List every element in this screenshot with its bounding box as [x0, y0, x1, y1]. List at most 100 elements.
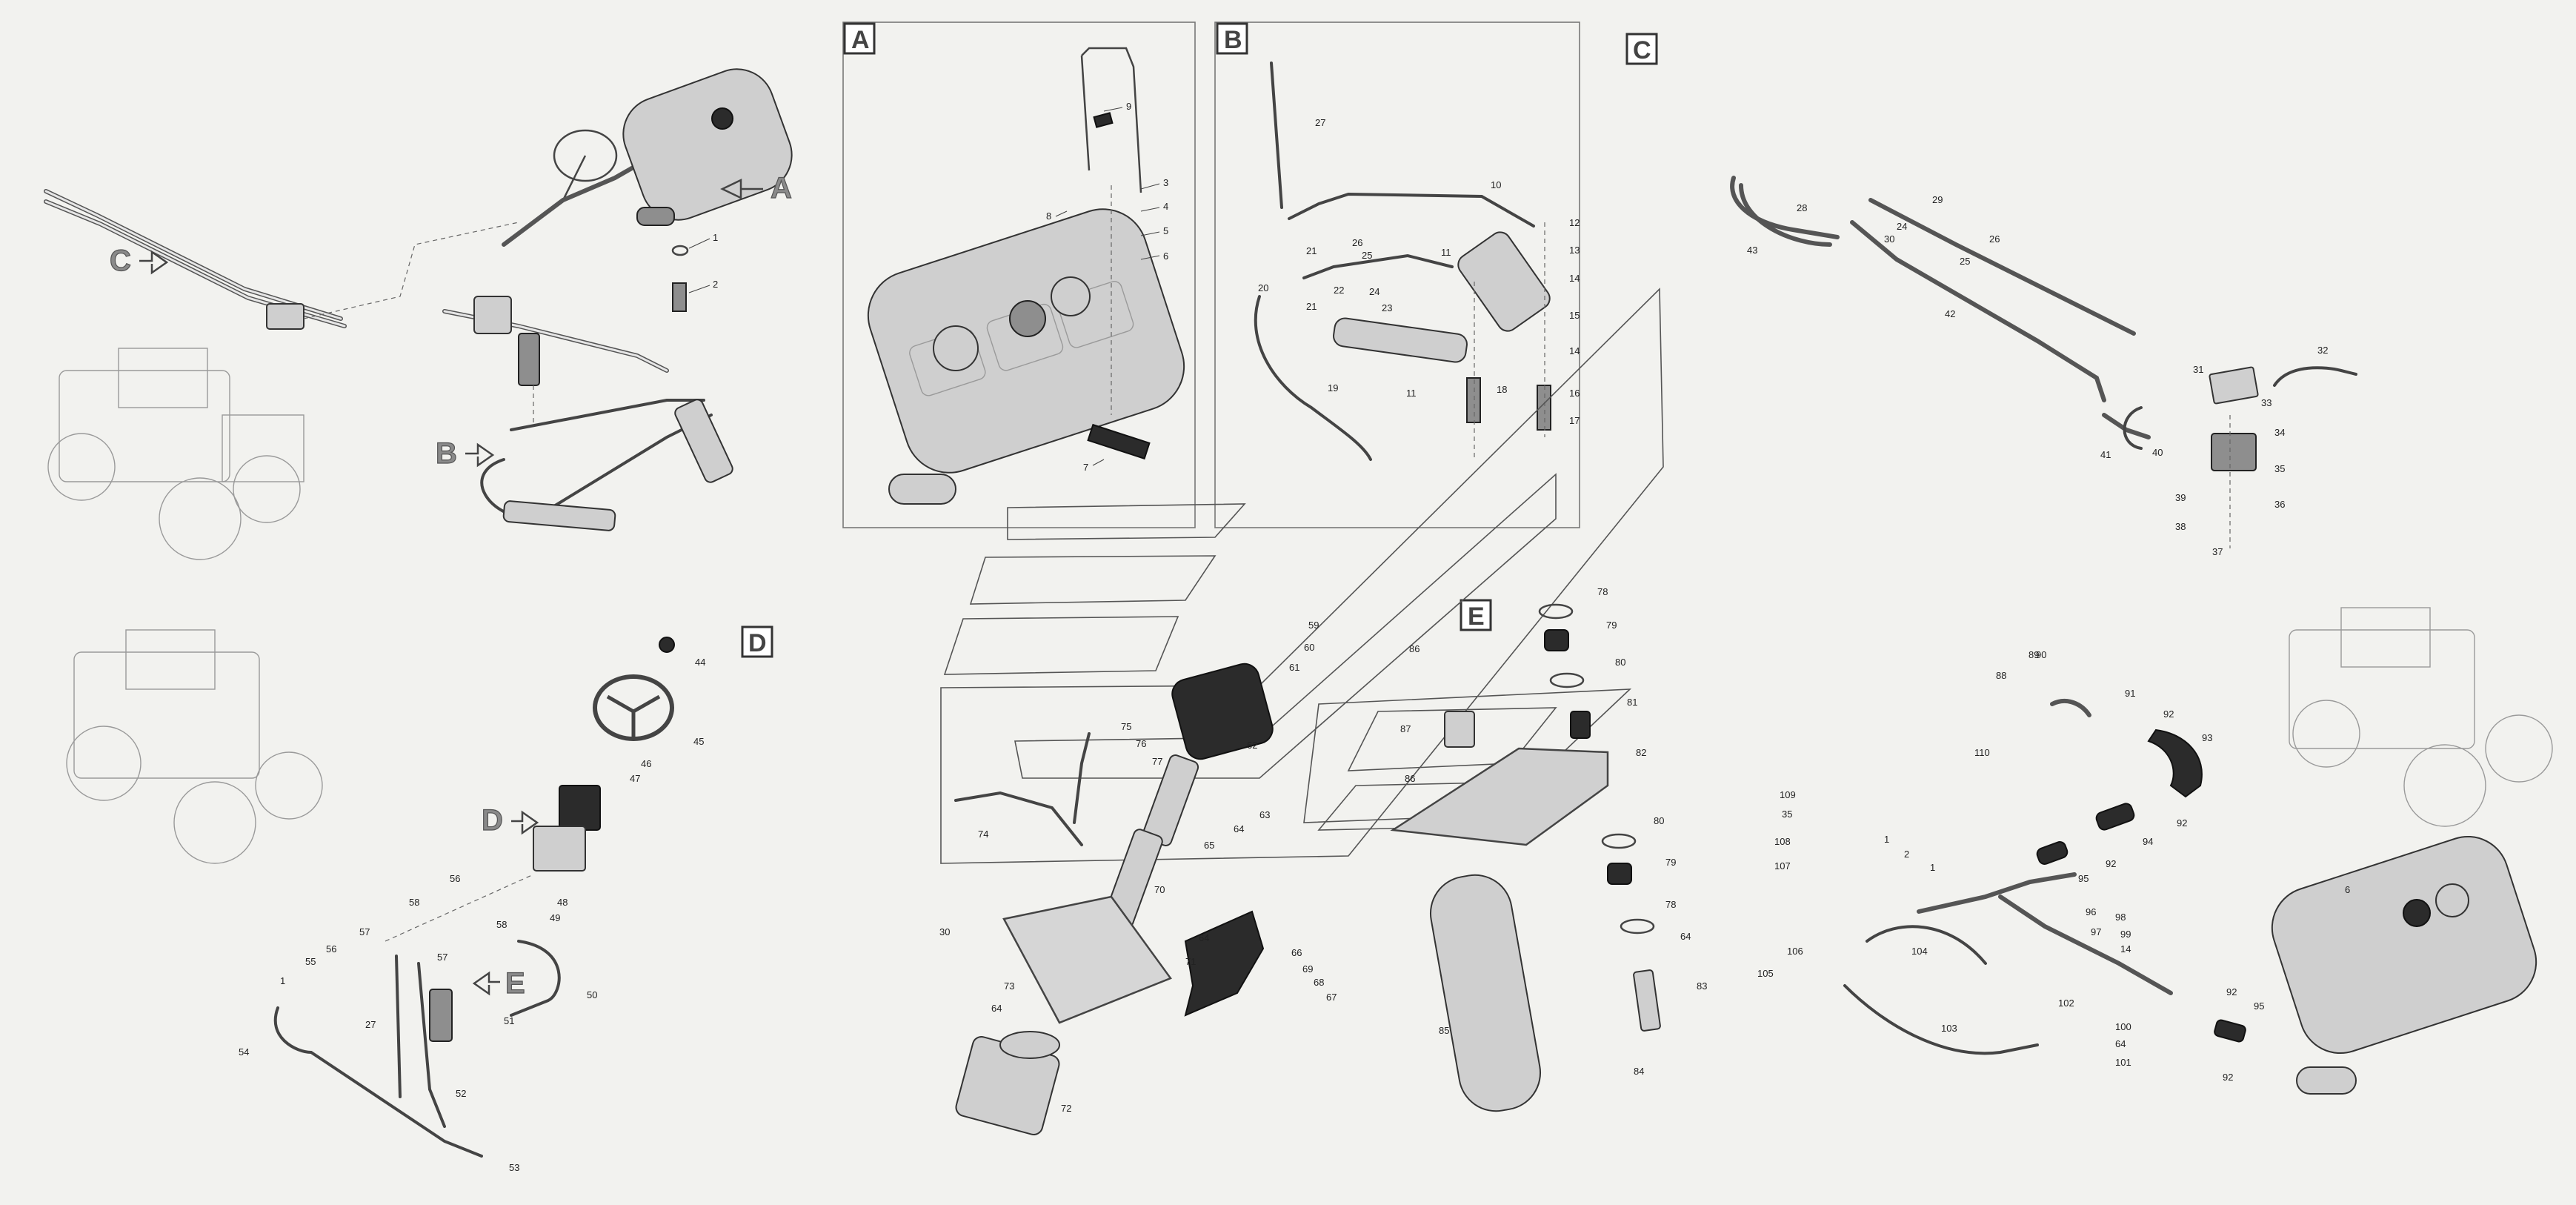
svg-text:C: C — [110, 245, 131, 277]
callout-b-16: 16 — [1569, 388, 1580, 399]
section-label-c: C — [1625, 33, 1658, 65]
detail-a-tank: 9 3 4 5 6 8 7 — [867, 47, 1185, 505]
callout-l-107: 107 — [1774, 860, 1791, 872]
callout-l-91: 91 — [2125, 688, 2135, 699]
callout-col-77: 77 — [1152, 756, 1162, 767]
callout-b-14-upper: 14 — [1569, 273, 1580, 284]
detail-c-valve: 28 29 26 24 25 30 43 42 31 32 33 34 41 4… — [1730, 176, 2357, 557]
callout-col-67: 67 — [1326, 992, 1337, 1003]
callout-c-29: 29 — [1932, 194, 1943, 205]
callout-b-10: 10 — [1491, 179, 1501, 190]
callout-l-92-e: 92 — [2223, 1072, 2233, 1083]
callout-d-56-upper: 56 — [450, 873, 460, 884]
callout-col-65: 65 — [1204, 840, 1214, 851]
callout-col-71: 71 — [1185, 956, 1196, 967]
tractor-sketch-icon — [47, 348, 304, 560]
callout-d-49: 49 — [550, 912, 560, 923]
view-arrow-d: D — [481, 803, 539, 837]
callout-d-45: 45 — [693, 736, 704, 747]
callout-l-89: 89 — [2028, 649, 2039, 660]
view-arrow-b: B — [435, 436, 495, 471]
callout-col-30: 30 — [939, 926, 950, 937]
callout-c-30: 30 — [1884, 233, 1894, 245]
callout-a-8: 8 — [1046, 210, 1051, 222]
callout-b-19: 19 — [1328, 382, 1338, 394]
callout-c-26: 26 — [1989, 233, 2000, 245]
callout-a-5: 5 — [1163, 225, 1168, 236]
callout-d-58-right: 58 — [496, 919, 507, 930]
callout-c-41: 41 — [2100, 449, 2111, 460]
callout-col-60: 60 — [1304, 642, 1314, 653]
svg-text:A: A — [771, 172, 792, 205]
callout-col-72: 72 — [1061, 1103, 1071, 1114]
callout-l-14: 14 — [2120, 943, 2131, 955]
callout-d-50: 50 — [587, 989, 597, 1000]
callout-l-6: 6 — [2345, 884, 2350, 895]
callout-l-110: 110 — [1974, 747, 1990, 758]
callout-l-99: 99 — [2120, 929, 2131, 940]
callout-b-11-upper: 11 — [1441, 247, 1451, 258]
callout-c-32: 32 — [2317, 345, 2328, 356]
callout-d-53: 53 — [509, 1162, 519, 1173]
callout-d-58-left: 58 — [409, 897, 419, 908]
callout-c-31: 31 — [2193, 364, 2203, 375]
callout-l-95-a: 95 — [2078, 873, 2089, 884]
callout-col-73: 73 — [1004, 980, 1014, 992]
callout-b-25: 25 — [1362, 250, 1372, 261]
callout-e-84: 84 — [1634, 1066, 1644, 1077]
section-label-a: A — [843, 22, 876, 55]
callout-e-78-lower: 78 — [1665, 899, 1676, 910]
callout-b-11-lower: 11 — [1406, 388, 1417, 399]
callout-l-105: 105 — [1757, 968, 1774, 979]
callout-e-83: 83 — [1697, 980, 1707, 992]
callout-b-22: 22 — [1334, 285, 1344, 296]
callout-l-106: 106 — [1787, 946, 1803, 957]
callout-c-40: 40 — [2152, 447, 2163, 458]
callout-l-35: 35 — [1782, 809, 1792, 820]
callout-e-87: 87 — [1400, 723, 1411, 734]
view-arrow-e: E — [472, 966, 525, 1000]
callout-c-25: 25 — [1960, 256, 1970, 267]
callout-c-35: 35 — [2274, 463, 2285, 474]
callout-l-92-d: 92 — [2226, 986, 2237, 997]
callout-e-80-upper: 80 — [1615, 657, 1625, 668]
svg-text:D: D — [748, 629, 767, 657]
callout-e-79-lower: 79 — [1665, 857, 1676, 868]
callout-col-61: 61 — [1289, 662, 1299, 673]
callout-a-4: 4 — [1163, 201, 1168, 212]
callout-a-6: 6 — [1163, 250, 1168, 262]
callout-overview-2: 2 — [713, 279, 718, 290]
callout-d-47: 47 — [630, 773, 640, 784]
callout-l-1-a: 1 — [1884, 834, 1889, 845]
overview-assembly: 1 2 A C B — [44, 68, 793, 560]
view-arrow-a: A — [720, 171, 792, 205]
callout-col-64-mid: 64 — [1199, 932, 1209, 943]
callout-col-68: 68 — [1314, 977, 1324, 988]
callout-l-92-b: 92 — [2177, 817, 2187, 829]
callout-d-57-right: 57 — [437, 952, 447, 963]
callout-l-98: 98 — [2115, 912, 2126, 923]
callout-l-1-b: 1 — [1930, 862, 1935, 873]
callout-l-104: 104 — [1911, 946, 1928, 957]
callout-e-86-lower: 86 — [1405, 773, 1415, 784]
callout-l-92-c: 92 — [2106, 858, 2116, 869]
callout-col-63: 63 — [1259, 809, 1270, 820]
section-label-e: E — [1460, 599, 1492, 631]
steering-column-assembly: 59 60 61 62 63 64 65 75 76 77 74 70 64 7… — [939, 620, 1337, 1135]
callout-l-95-b: 95 — [2254, 1000, 2264, 1012]
callout-l-64: 64 — [2115, 1038, 2126, 1049]
svg-text:A: A — [851, 26, 870, 54]
callout-a-9: 9 — [1126, 101, 1131, 112]
callout-l-88: 88 — [1996, 670, 2006, 681]
callout-c-38: 38 — [2175, 521, 2186, 532]
callout-b-20: 20 — [1258, 282, 1268, 293]
callout-d-44: 44 — [695, 657, 705, 668]
callout-c-43: 43 — [1747, 245, 1757, 256]
callout-col-76: 76 — [1136, 738, 1146, 749]
callout-e-86-upper: 86 — [1409, 643, 1420, 654]
callout-e-82: 82 — [1636, 747, 1646, 758]
svg-text:E: E — [1468, 602, 1485, 631]
callout-l-97: 97 — [2091, 926, 2101, 937]
svg-text:D: D — [482, 804, 503, 837]
